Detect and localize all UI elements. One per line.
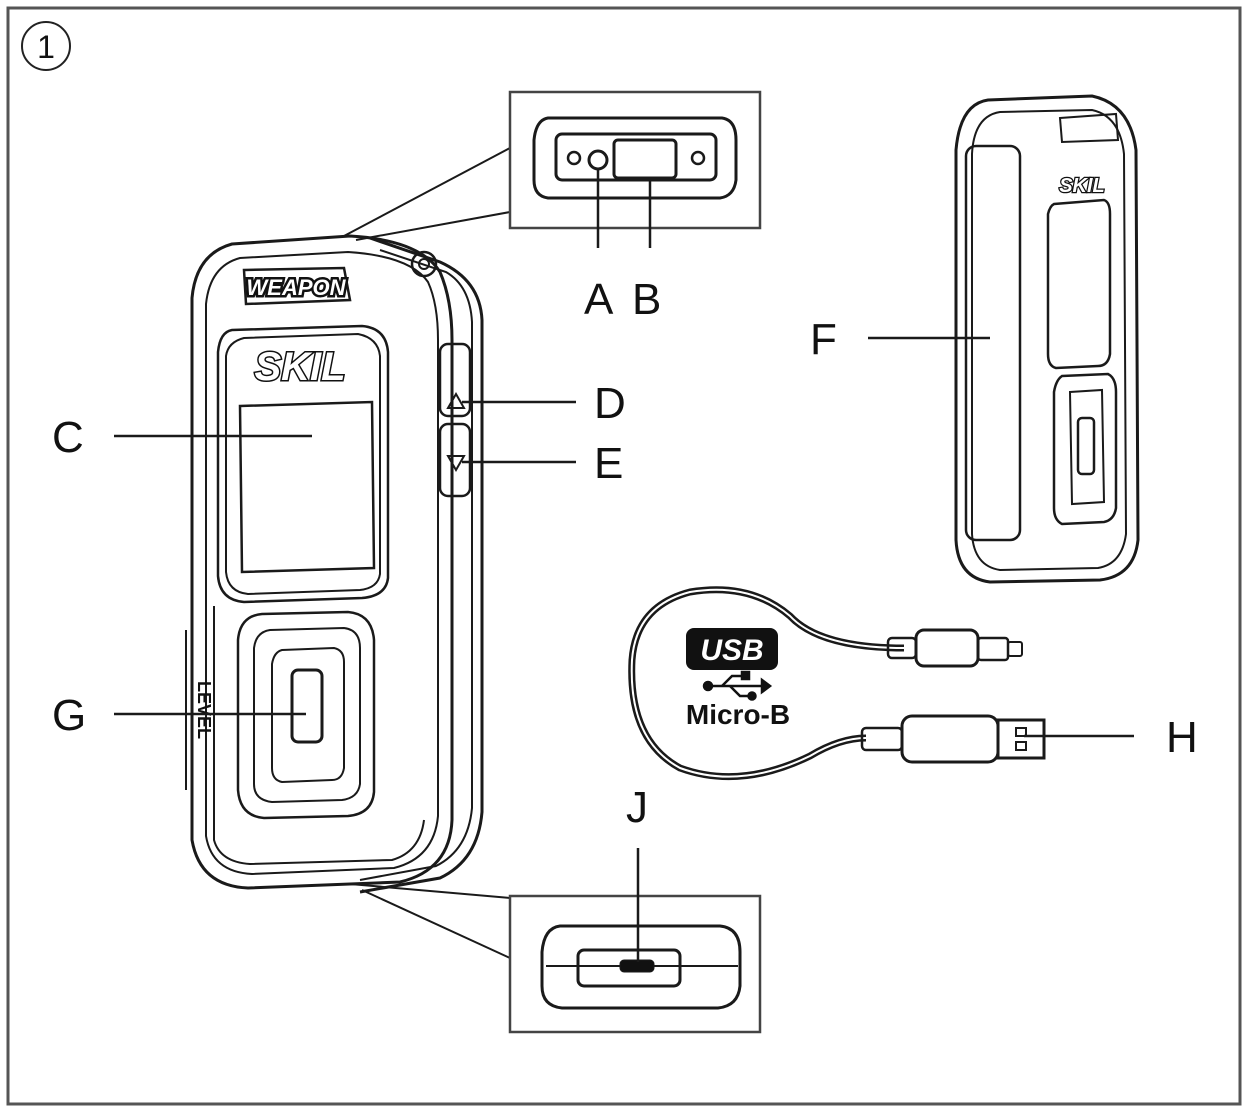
device-front	[185, 234, 484, 894]
callout-E: E	[594, 439, 623, 488]
figure-number: 1	[37, 29, 55, 65]
callout-J: J	[626, 783, 648, 832]
top-badge-label: WEAPON	[247, 275, 347, 300]
level-side-label: LEVEL	[194, 681, 214, 739]
connector-type-label: Micro-B	[686, 699, 790, 730]
figure-border	[6, 6, 1242, 1106]
callout-D: D	[594, 379, 626, 428]
figure-number-badge: 1	[21, 21, 71, 71]
usb-cable	[628, 586, 1046, 781]
bottom-port-inset	[349, 848, 762, 1034]
callout-C: C	[52, 413, 84, 462]
callout-F: F	[810, 315, 837, 364]
top-connector-inset	[343, 90, 762, 248]
callout-G: G	[52, 691, 86, 740]
usb-trident-icon	[702, 670, 773, 701]
usb-badge: USB	[686, 628, 778, 670]
device-side-view	[868, 94, 1140, 584]
brand-logo: SKIL	[254, 345, 345, 389]
side-brand-logo: SKIL	[1059, 175, 1105, 197]
usb-badge-label: USB	[700, 634, 763, 667]
callout-H: H	[1166, 713, 1198, 762]
callout-B: B	[632, 275, 661, 324]
callout-A: A	[584, 275, 614, 324]
